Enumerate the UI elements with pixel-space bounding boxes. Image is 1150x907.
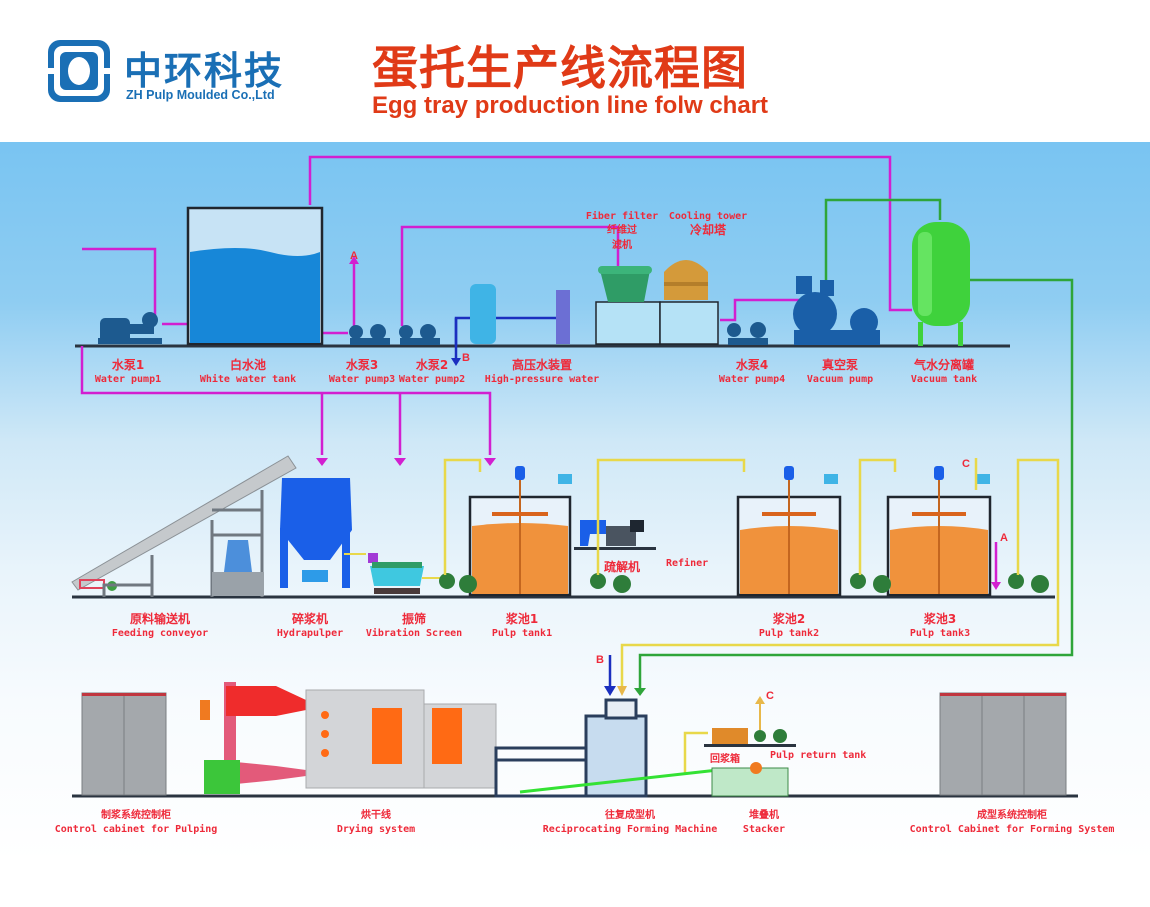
control-cabinet-forming [939, 692, 1067, 796]
connector-b-target: B [596, 654, 604, 666]
pulp-tank2 [736, 466, 842, 597]
company-logo-icon [46, 40, 112, 102]
label-refiner-cn: 疏解机 [604, 560, 641, 574]
page-title-en: Egg tray production line folw chart [372, 92, 769, 119]
control-cabinet-pulping [81, 692, 167, 796]
connector-c-target: C [962, 458, 970, 470]
vacuum-pump [793, 276, 880, 345]
connector-a-source: A [350, 250, 358, 262]
pulp-tank1 [468, 466, 572, 597]
white-water-tank [186, 206, 324, 346]
diagram-graphics [71, 155, 1078, 798]
pulp-return-tank [704, 696, 796, 747]
high-pressure-device [470, 284, 570, 344]
pulp-pipes [443, 458, 1060, 775]
feeding-conveyor [71, 455, 297, 597]
hydrapulper [280, 478, 366, 588]
connector-c-source: C [766, 690, 774, 702]
vibration-screen [368, 553, 440, 594]
refiner [574, 520, 656, 550]
pulp-tank3 [886, 466, 992, 597]
stacker [711, 762, 789, 797]
fiber-filter-cooling-tower [595, 260, 719, 345]
water-arrowheads [316, 256, 496, 466]
water-pipes [80, 155, 912, 455]
vacuum-pipes [638, 198, 1074, 688]
water-pump3 [349, 324, 390, 345]
company-name-cn: 中环科技 [124, 49, 285, 93]
pulp-pumps [439, 573, 1049, 593]
forming-conveyor [519, 768, 719, 794]
drying-system [200, 682, 497, 794]
connector-a-target: A [1000, 532, 1008, 544]
label-pulp-return-cn: 回浆箱 [710, 754, 740, 765]
vacuum-tank [912, 222, 970, 346]
water-pump4 [727, 322, 768, 345]
label-pulp-return-en: Pulp return tank [770, 750, 867, 761]
connector-b-source: B [462, 352, 470, 364]
header: 中环科技 ZH Pulp Moulded Co.,Ltd 蛋托生产线流程图 Eg… [0, 0, 1150, 142]
water-pump2 [399, 324, 440, 345]
page-title-cn: 蛋托生产线流程图 [372, 41, 748, 95]
company-name-en: ZH Pulp Moulded Co.,Ltd [126, 88, 275, 102]
water-pump1 [98, 312, 162, 344]
label-refiner-en: Refiner [666, 558, 709, 569]
